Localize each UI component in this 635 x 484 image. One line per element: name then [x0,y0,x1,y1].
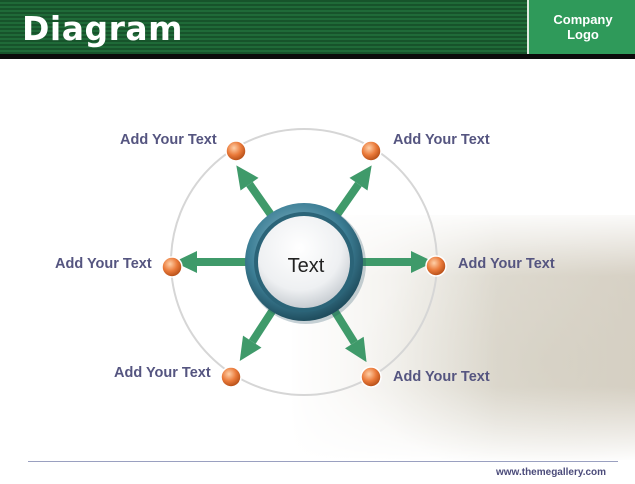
node-label-lower-right: Add Your Text [393,369,490,385]
arrow-upper-right [332,165,372,220]
hub-center [245,203,366,324]
company-logo: Company Logo [527,0,635,54]
center-label: Text [287,255,325,277]
node-dot-lower-left [220,366,242,388]
node-label-upper-left: Add Your Text [120,132,217,148]
footer-divider [28,461,618,462]
node-dot-left [161,256,183,278]
arrow-lower-left [239,305,278,361]
arrow-right [359,251,434,273]
nodes [161,140,447,388]
footer-url: www.themegallery.com [496,467,607,478]
node-dot-lower-right [360,366,382,388]
arrows [174,165,434,363]
node-label-right: Add Your Text [458,256,555,272]
logo-line-1: Company [553,12,613,27]
logo-line-2: Logo [567,27,599,42]
arrow-left [174,251,249,273]
arrow-lower-right [329,306,367,363]
node-dot-right [425,255,447,277]
page-title: Diagram [22,9,184,48]
node-label-left: Add Your Text [55,256,152,272]
node-dot-upper-right [360,140,382,162]
node-label-lower-left: Add Your Text [114,365,211,381]
node-dot-upper-left [225,140,247,162]
arrow-upper-left [236,165,276,220]
node-label-upper-right: Add Your Text [393,132,490,148]
header-divider [0,54,635,59]
